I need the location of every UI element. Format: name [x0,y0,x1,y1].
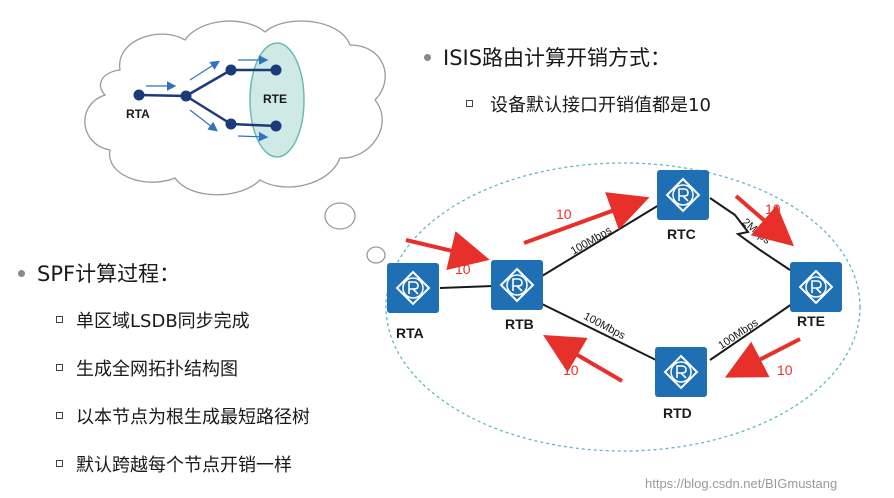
left-item: 以本节点为根生成最短路径树 [76,407,310,428]
bullet-dot [18,270,25,277]
link-rta-rtb [439,285,494,289]
cost-arrows [405,192,801,383]
right-heading: ISIS路由计算开销方式： [443,46,672,70]
link-label-rtb-rtc: 100Mbps [569,224,615,257]
router-icon-rtc [657,170,709,220]
router-label-rtc: RTC [667,226,696,242]
cloud-node [225,64,237,76]
bullet-square [56,316,63,323]
cloud-flow-arrow [237,131,269,142]
bullet-square [56,364,63,371]
router-label-rtd: RTD [663,405,692,421]
rte-area-ellipse [249,42,305,158]
router-label-rte: RTE [797,313,825,329]
watermark: https://blog.csdn.net/BIGmustang [645,476,838,491]
cost-label-rtc-rte: 10 [765,201,781,217]
cloud-flow-arrow [189,60,221,81]
link-rtc-rte [709,197,791,271]
left-item: 生成全网拓扑结构图 [76,359,238,380]
router-icon-rtd [655,347,707,397]
cloud-node [270,64,282,76]
cloud-node [225,118,237,130]
router-icon-rtb [491,260,543,310]
cloud-rte-label: RTE [263,92,287,106]
cost-arrow-rtd-rtb [543,334,624,383]
cost-label-rtb-rtc: 10 [556,206,572,222]
topology-ellipse [385,162,861,452]
link-rtd-rte [709,303,793,361]
bullet-square [56,412,63,419]
cloud-node-rta [133,89,145,101]
cost-arrow-rta-rtb [405,231,490,271]
cloud-tree [138,68,277,128]
router-label-rtb: RTB [505,316,534,332]
bullet-dot [424,54,431,61]
cloud-rta-label: RTA [126,107,150,121]
bullet-square [56,460,63,467]
left-item: 默认跨越每个节点开销一样 [76,455,292,476]
cost-arrow-rtc-rte [734,194,795,247]
cost-label-rte-rtd: 10 [777,362,793,378]
link-rtb-rtd [541,303,657,361]
cloud-flow-arrow [189,109,218,132]
left-heading: SPF计算过程： [37,262,181,286]
link-label-rtd-rte: 100Mbps [716,316,761,352]
cloud-node [180,90,192,102]
bullet-square [466,100,473,107]
cost-label-rtd-rtb: 10 [563,362,579,378]
router-label-rta: RTA [396,325,424,341]
right-subitem: 设备默认接口开销值都是10 [490,95,711,116]
cost-arrow-rte-rtd [724,337,801,378]
router-icon-rte [790,262,842,312]
router-icon-rta [387,263,439,313]
cloud-node [270,120,282,132]
thought-cloud [84,20,386,264]
cost-arrow-rtb-rtc [523,192,650,245]
cost-label-rta-rtb: 10 [455,261,471,277]
left-item: 单区域LSDB同步完成 [76,311,250,332]
